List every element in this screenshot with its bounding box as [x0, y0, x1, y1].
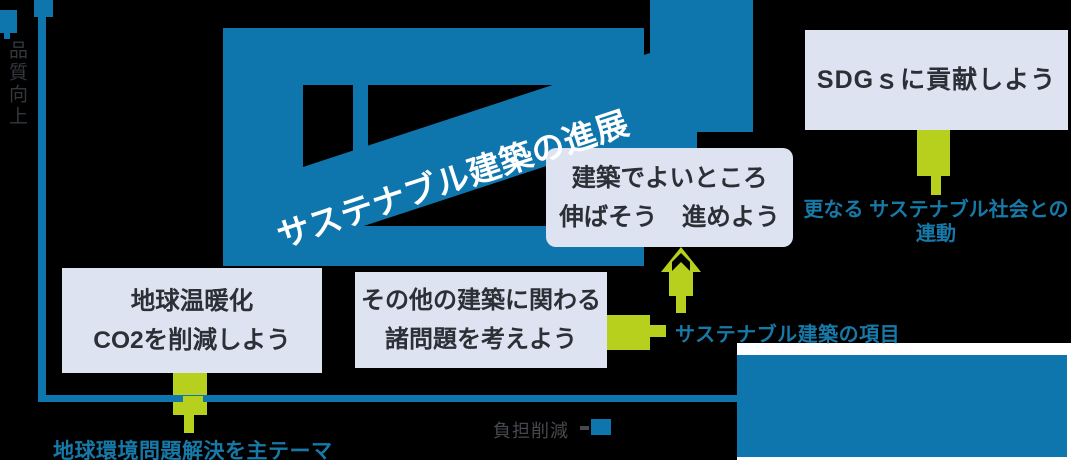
box-sdgs-line1: SDGｓに貢献しよう — [816, 66, 1057, 94]
blue-bottom-strip — [223, 226, 644, 266]
y-axis-arrow-cap — [34, 0, 53, 17]
x-axis-label: 負担削減 — [493, 421, 569, 441]
pin-marker-sdgs — [917, 130, 950, 195]
annotation-sdgs-link: 更なる サステナブル社会との連動 — [800, 198, 1071, 246]
x-axis-line — [38, 395, 737, 402]
blue-mid-strip — [353, 82, 368, 151]
x-axis-arrow — [580, 419, 611, 435]
clipped-blue-pin — [0, 10, 17, 39]
blue-left-column — [223, 28, 303, 266]
pin-marker-theme-stem — [184, 415, 194, 433]
pin-marker-theme — [173, 369, 207, 415]
blue-right-foot — [597, 132, 697, 148]
box-other-issues: その他の建築に関わる 諸問題を考えよう — [355, 272, 607, 368]
box-good-points-line2: 伸ばそう 進めよう — [559, 203, 780, 231]
bottom-right-blue-panel — [737, 355, 1067, 457]
blue-top-bar — [223, 28, 644, 85]
annotation-main-theme: 地球環境問題解決を主テーマ — [53, 440, 333, 460]
blue-arrow-shape — [223, 0, 753, 266]
box-global-warming-line2: CO2を削減しよう — [93, 326, 291, 354]
up-arrow-icon — [661, 247, 701, 313]
box-other-issues-line1: その他の建築に関わる — [361, 287, 601, 314]
box-global-warming-line1: 地球温暖化 — [130, 287, 254, 315]
box-good-points-line1: 建築でよいところ — [571, 164, 768, 192]
blue-diagonal-band — [303, 53, 650, 246]
box-sdgs: SDGｓに貢献しよう — [805, 30, 1068, 130]
y-axis-line — [38, 14, 46, 402]
annotation-sustainable-items: サステナブル建築の項目 — [675, 324, 901, 346]
pin-marker-items — [603, 315, 666, 350]
box-good-points: 建築でよいところ 伸ばそう 進めよう — [546, 148, 793, 247]
pin-marker-theme-notch — [183, 396, 203, 404]
blue-right-column — [650, 0, 753, 132]
y-axis-label: 品質向上 — [6, 40, 27, 128]
annotation-sdgs-link-line2: サステナブル社会との連動 — [869, 199, 1069, 245]
box-global-warming: 地球温暖化 CO2を削減しよう — [62, 268, 322, 373]
box-other-issues-line2: 諸問題を考えよう — [385, 326, 577, 353]
annotation-sdgs-link-line1: 更なる — [803, 199, 864, 221]
